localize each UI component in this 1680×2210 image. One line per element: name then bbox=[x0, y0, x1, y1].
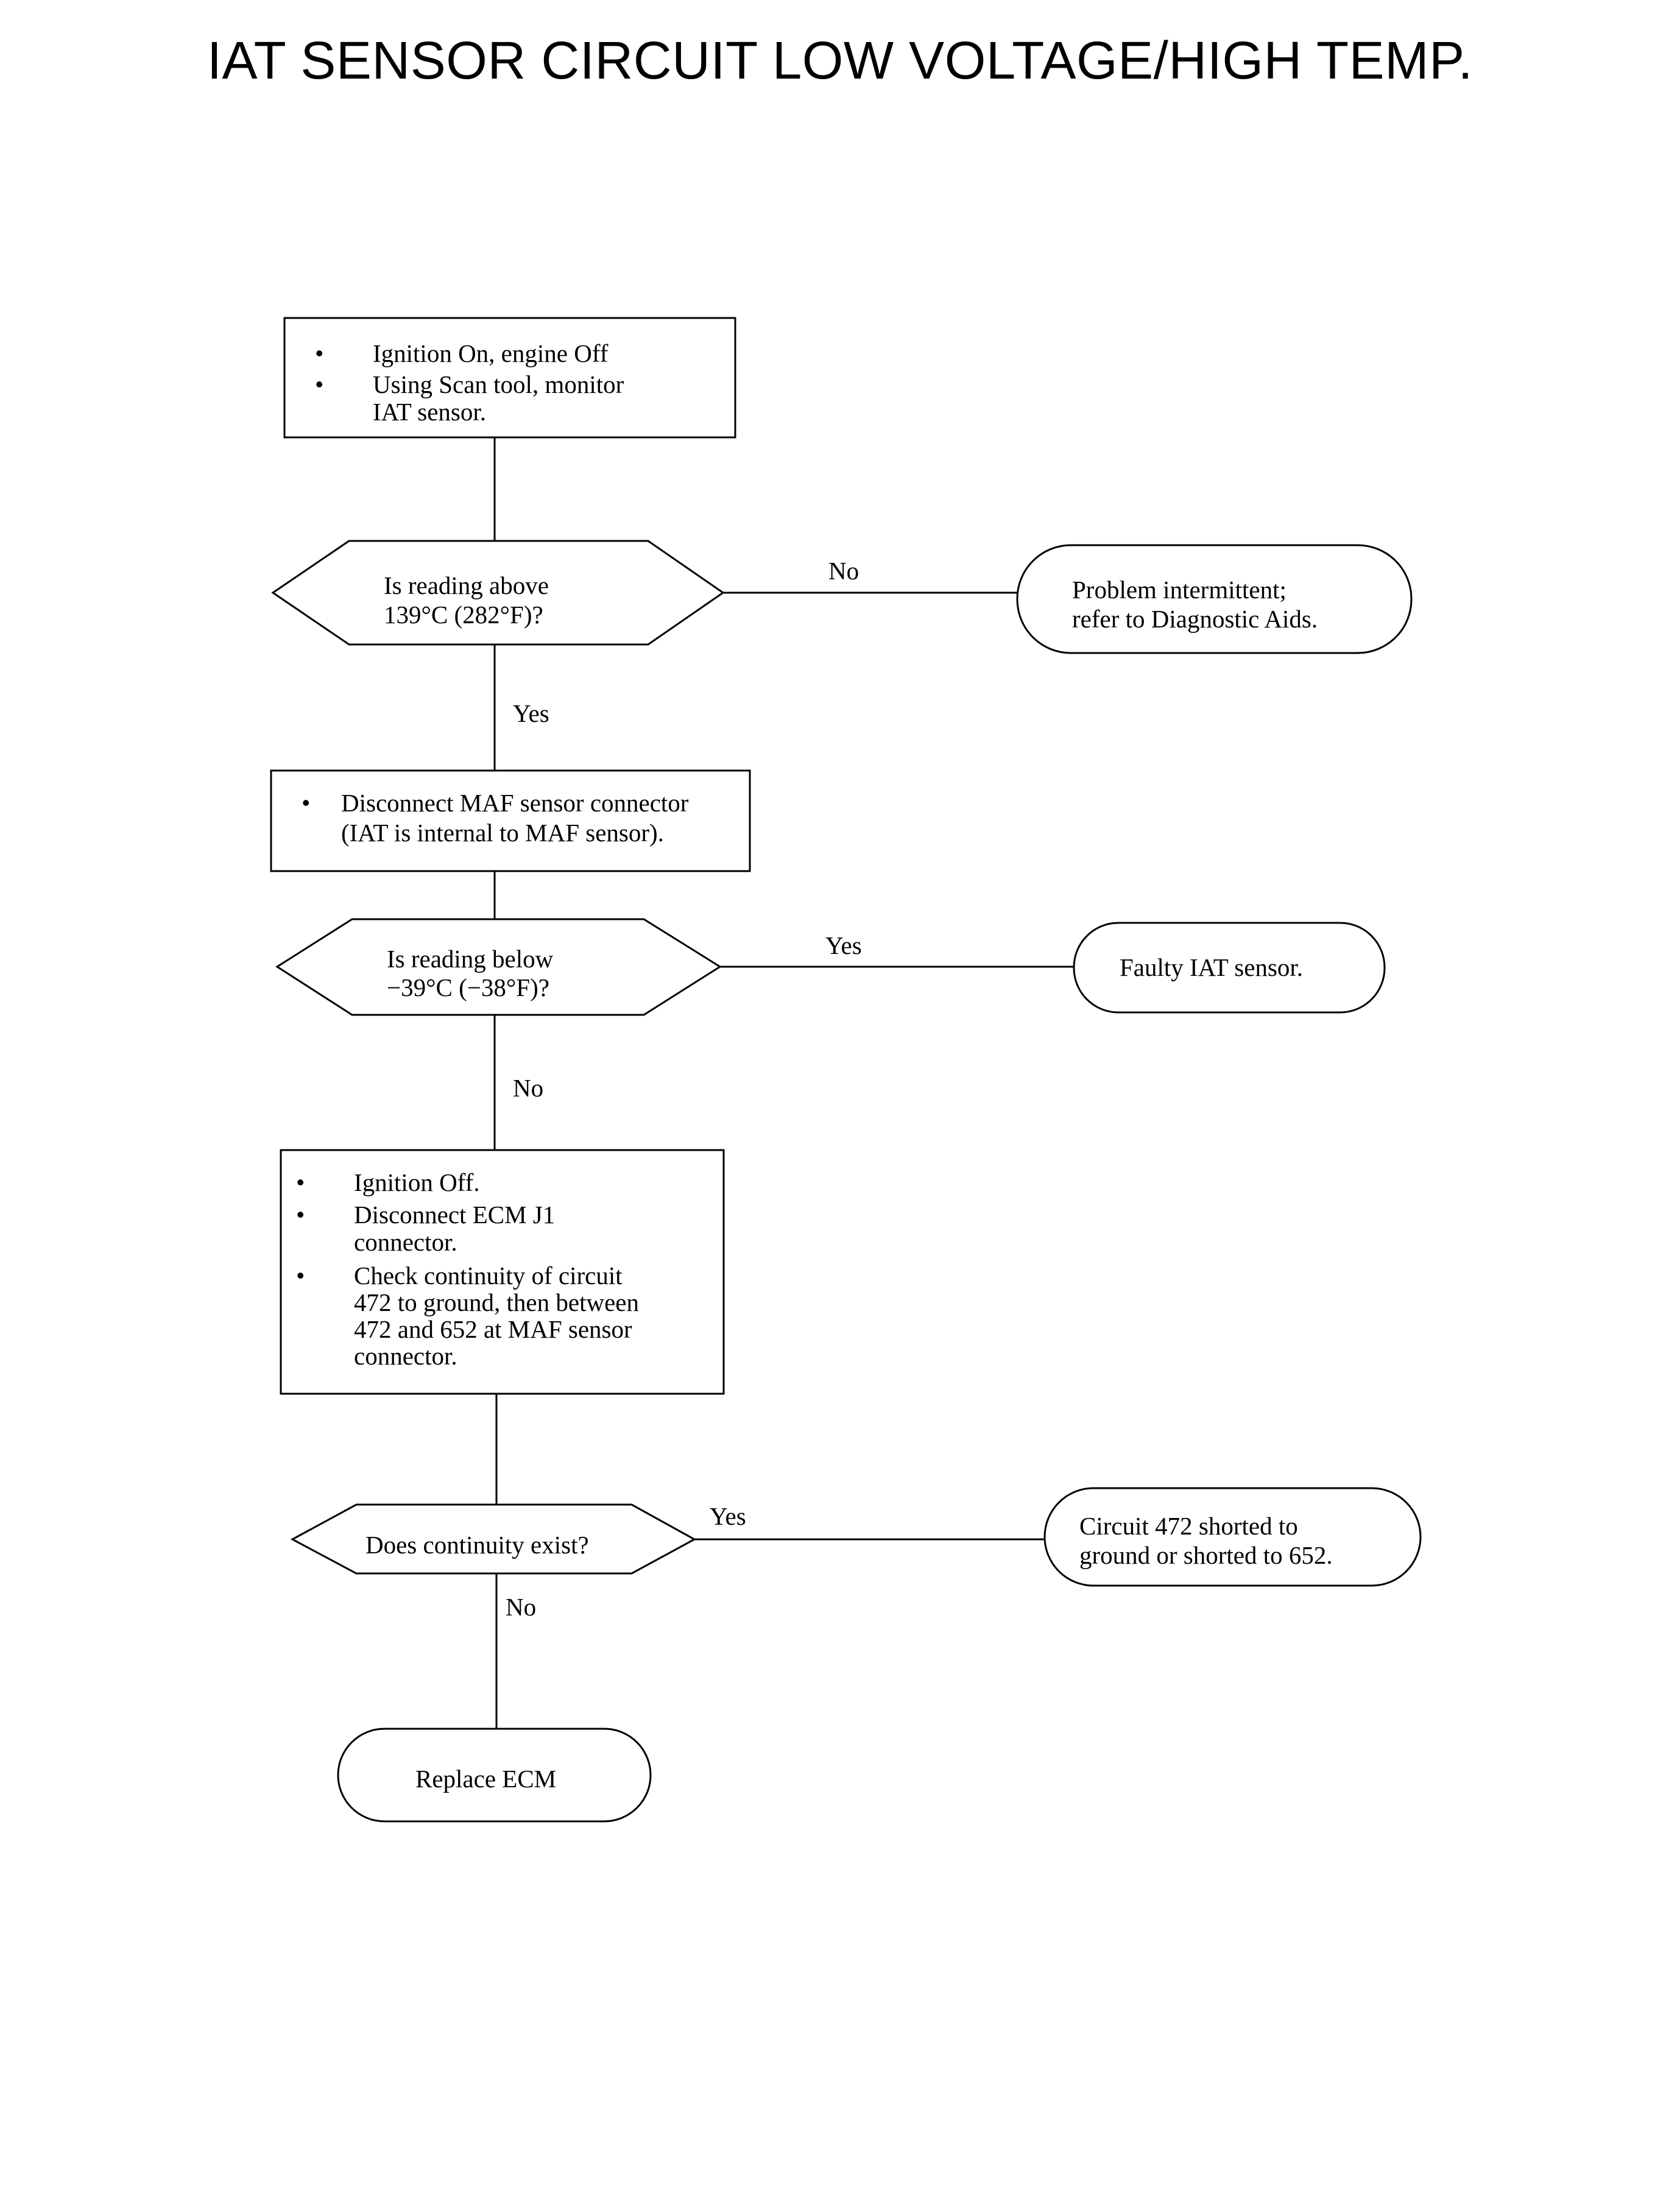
decision2-line2: −39°C (−38°F)? bbox=[387, 973, 549, 1001]
step3-bullet3-line1: Check continuity of circuit bbox=[354, 1262, 623, 1290]
decision3-line1: Does continuity exist? bbox=[365, 1531, 589, 1559]
step1-bullet2-line1: Using Scan tool, monitor bbox=[373, 370, 624, 398]
result1-line1: Problem intermittent; bbox=[1072, 576, 1286, 604]
label-decision1-no: No bbox=[828, 557, 859, 585]
step-box-1: • Ignition On, engine Off • Using Scan t… bbox=[283, 317, 736, 439]
step2-line2: (IAT is internal to MAF sensor). bbox=[341, 819, 664, 847]
result1-line2: refer to Diagnostic Aids. bbox=[1072, 605, 1318, 633]
step3-bullet2-line1: Disconnect ECM J1 bbox=[354, 1201, 555, 1229]
result2-line1: Faulty IAT sensor. bbox=[1120, 953, 1303, 981]
step3-bullet3-line4: connector. bbox=[354, 1342, 457, 1370]
result-terminal-4: Replace ECM bbox=[337, 1728, 652, 1823]
result3-line1: Circuit 472 shorted to bbox=[1079, 1512, 1298, 1540]
result4-line1: Replace ECM bbox=[415, 1765, 556, 1793]
decision2-line1: Is reading below bbox=[387, 945, 554, 973]
result3-line2: ground or shorted to 652. bbox=[1079, 1541, 1333, 1569]
result-terminal-2: Faulty IAT sensor. bbox=[1073, 922, 1386, 1014]
label-decision3-no: No bbox=[506, 1593, 536, 1621]
label-decision2-yes: Yes bbox=[825, 931, 862, 959]
decision-1: Is reading above 139°C (282°F)? bbox=[271, 540, 725, 646]
page-title: IAT SENSOR CIRCUIT LOW VOLTAGE/HIGH TEMP… bbox=[206, 31, 1474, 90]
step3-bullet1: Ignition Off. bbox=[354, 1168, 480, 1196]
step1-bullet2-line2: IAT sensor. bbox=[373, 398, 486, 426]
label-decision1-yes: Yes bbox=[513, 699, 549, 727]
result-terminal-3: Circuit 472 shorted to ground or shorted… bbox=[1043, 1487, 1422, 1587]
decision1-line1: Is reading above bbox=[384, 571, 549, 599]
step3-bullet2-line2: connector. bbox=[354, 1228, 457, 1256]
step-box-2: • Disconnect MAF sensor connector (IAT i… bbox=[270, 769, 751, 872]
step2-line1: Disconnect MAF sensor connector bbox=[341, 789, 689, 817]
bullet-glyph: • bbox=[296, 1168, 305, 1196]
bullet-glyph: • bbox=[315, 339, 323, 367]
bullet-glyph: • bbox=[315, 370, 323, 398]
step3-bullet3-line2: 472 to ground, then between bbox=[354, 1288, 639, 1316]
label-decision2-no: No bbox=[513, 1074, 543, 1102]
label-decision3-yes: Yes bbox=[710, 1502, 746, 1530]
step1-bullet1: Ignition On, engine Off bbox=[373, 339, 609, 367]
decision1-line2: 139°C (282°F)? bbox=[384, 601, 543, 629]
step-box-3: • Ignition Off. • Disconnect ECM J1 conn… bbox=[280, 1149, 725, 1395]
bullet-glyph: • bbox=[302, 789, 310, 817]
decision-3: Does continuity exist? bbox=[290, 1503, 697, 1575]
bullet-glyph: • bbox=[296, 1262, 305, 1290]
bullet-glyph: • bbox=[296, 1201, 305, 1229]
result-terminal-1: Problem intermittent; refer to Diagnosti… bbox=[1016, 544, 1413, 654]
decision-2: Is reading below −39°C (−38°F)? bbox=[275, 918, 722, 1016]
step3-bullet3-line3: 472 and 652 at MAF sensor bbox=[354, 1315, 632, 1343]
